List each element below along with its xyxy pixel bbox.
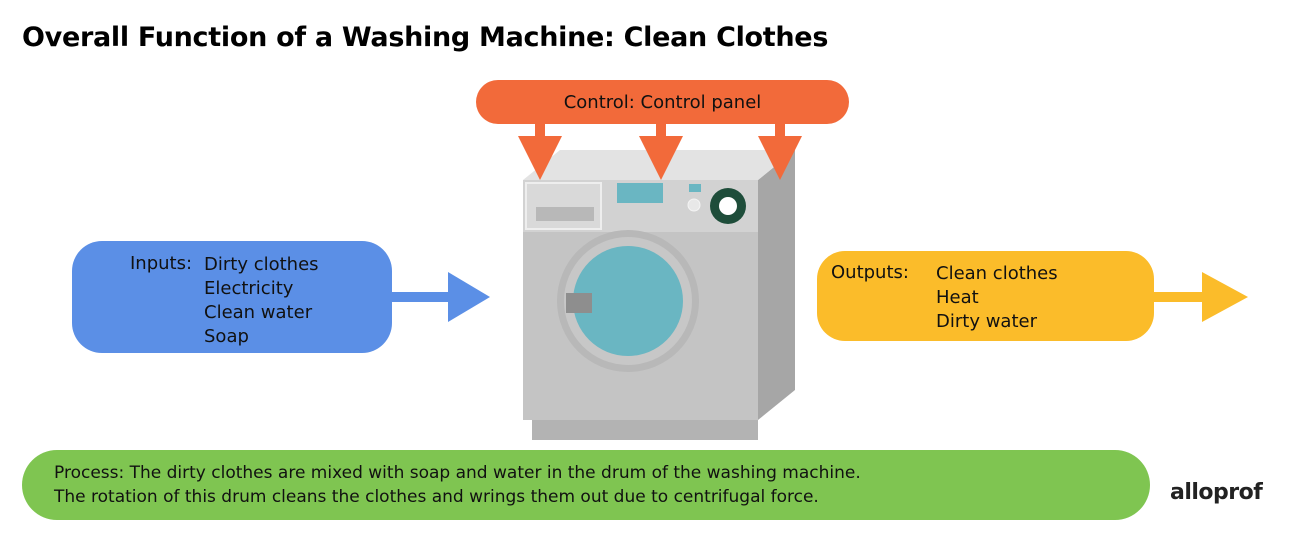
inputs-list: Dirty clothes Electricity Clean water So… bbox=[204, 253, 319, 349]
output-item: Clean clothes bbox=[936, 263, 1058, 284]
drawer-handle bbox=[536, 207, 594, 221]
control-arrows bbox=[518, 124, 802, 180]
outputs-box: Outputs: Clean clothes Heat Dirty water bbox=[817, 251, 1154, 341]
drum-window bbox=[573, 246, 683, 356]
input-item: Clean water bbox=[204, 302, 313, 323]
process-text: Process: The dirty clothes are mixed wit… bbox=[54, 461, 861, 509]
door-handle bbox=[566, 293, 592, 313]
process-line-2: The rotation of this drum cleans the clo… bbox=[54, 487, 819, 507]
control-text: Control: Control panel bbox=[563, 91, 762, 113]
outputs-arrow bbox=[1150, 272, 1248, 322]
process-box: Process: The dirty clothes are mixed wit… bbox=[22, 450, 1150, 520]
diagram-title: Overall Function of a Washing Machine: C… bbox=[22, 22, 829, 53]
detergent-drawer bbox=[525, 182, 602, 230]
input-item: Soap bbox=[204, 326, 249, 347]
control-box: Control: Control panel bbox=[476, 80, 849, 124]
output-item: Heat bbox=[936, 287, 979, 308]
dial-center bbox=[719, 197, 737, 215]
inputs-arrow bbox=[388, 272, 490, 322]
outputs-list: Clean clothes Heat Dirty water bbox=[936, 262, 1058, 334]
machine-side-panel bbox=[758, 150, 795, 420]
inputs-box: Inputs: Dirty clothes Electricity Clean … bbox=[72, 241, 392, 353]
outputs-label: Outputs: bbox=[831, 262, 909, 283]
process-line-1: Process: The dirty clothes are mixed wit… bbox=[54, 463, 861, 483]
inputs-label: Inputs: bbox=[130, 253, 193, 274]
output-item: Dirty water bbox=[936, 311, 1037, 332]
display-screen bbox=[617, 183, 663, 203]
small-button bbox=[687, 198, 701, 212]
alloprof-logo: alloprof bbox=[1170, 480, 1263, 505]
indicator-light bbox=[689, 184, 701, 192]
input-item: Electricity bbox=[204, 278, 294, 299]
input-item: Dirty clothes bbox=[204, 254, 319, 275]
machine-base bbox=[532, 418, 758, 440]
